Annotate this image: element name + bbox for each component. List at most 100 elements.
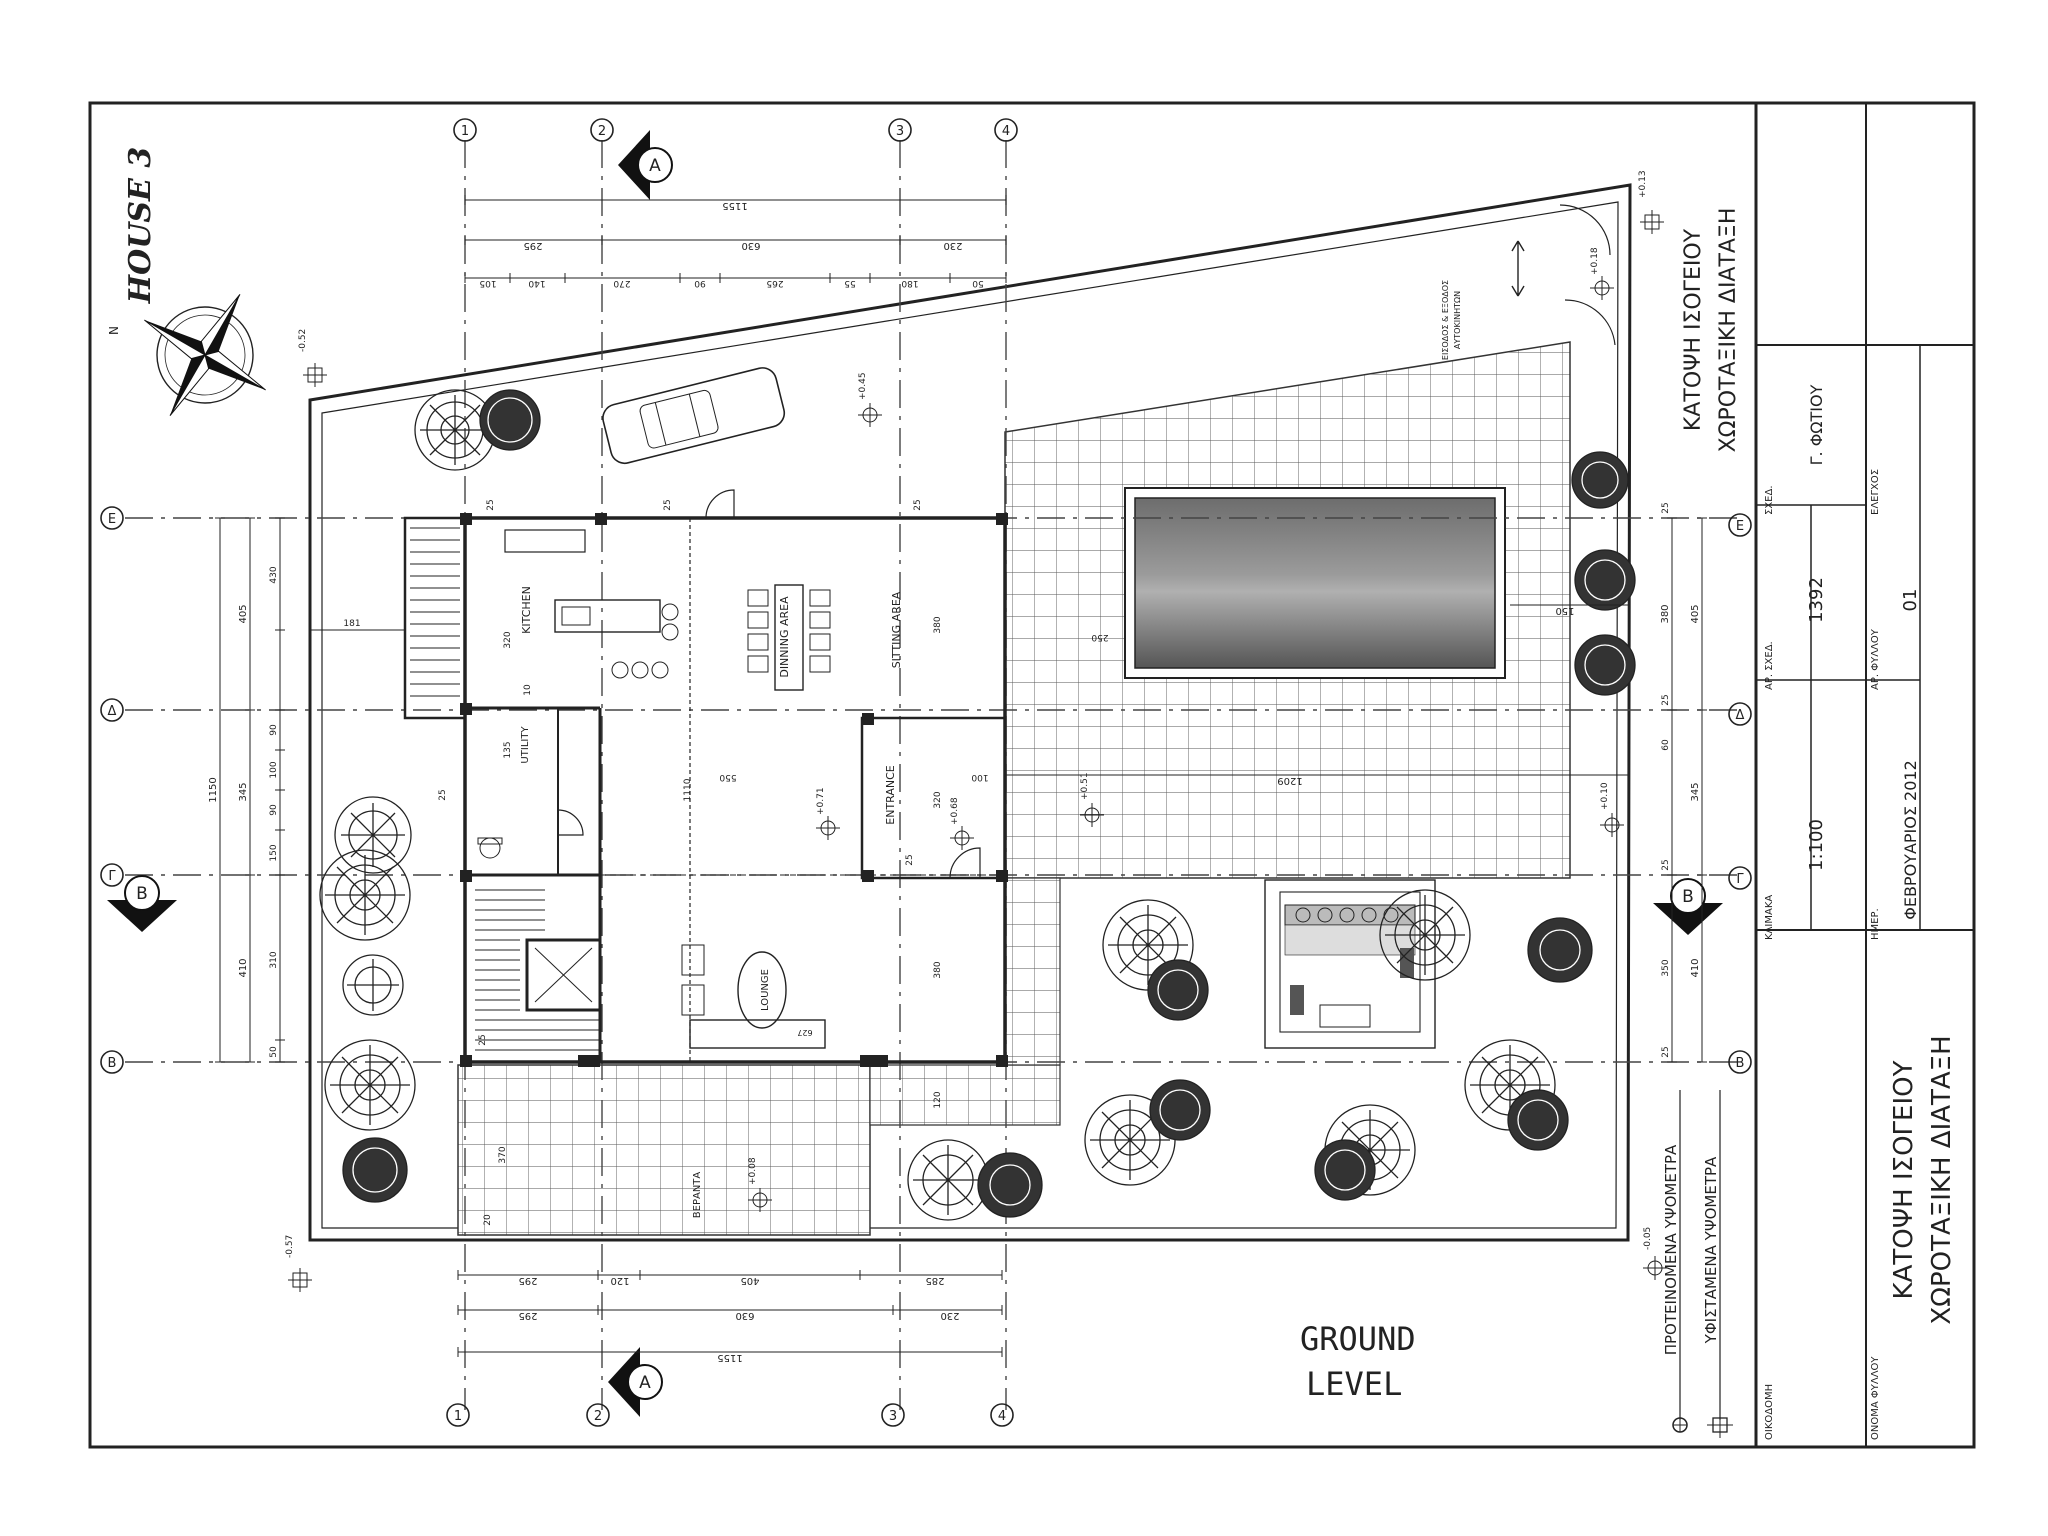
label-drawn: ΣΧΕΔ. [1764, 485, 1775, 515]
dim-bottom-total: 1155 [717, 1352, 742, 1363]
svg-text:Δ: Δ [108, 704, 117, 719]
dim-top-3g: 180 [901, 278, 918, 288]
drawing-title-line2: ΧΩΡΟΤΑΞΙΚΗ ΔΙΑΤΑΞΗ [1716, 208, 1741, 453]
dim-left-total: 1150 [208, 777, 219, 802]
axis-bubble-left-d: Δ [100, 698, 124, 722]
dim-right-f6: 25 [1661, 1046, 1671, 1057]
ground-level-line2: LEVEL [1306, 1365, 1402, 1403]
dim-top-3b: 140 [528, 278, 545, 288]
dim-right-f4: 25 [1661, 859, 1671, 870]
dim-int-6: 135 [503, 741, 513, 758]
dimensions-interior: 25 25 25 320 10 135 25 550 1110 380 100 … [438, 499, 1109, 1225]
dim-right-f1: 25 [1661, 502, 1671, 513]
dimensions-top: 1155 295 630 230 105 140 270 90 265 55 1… [464, 195, 1007, 288]
svg-text:Ε: Ε [1736, 519, 1744, 534]
title-block: ΚΑΤΟΨΗ ΙΣΟΓΕΙΟΥ ΧΩΡΟΤΑΞΙΚΗ ΔΙΑΤΑΞΗ ΣΧΕΔ.… [1681, 103, 1974, 1447]
site-plan: 1 2 3 4 1 2 3 4 [100, 118, 1752, 1427]
svg-text:B: B [136, 884, 148, 904]
axis-bubble-left-b: Β [100, 1050, 124, 1074]
legend-proposed: ΠΡΟΤΕΙΝΟΜΕΝΑ ΥΨΟΜΕΤΡΑ [1662, 1144, 1680, 1355]
driveway-note-line2: ΑΥΤΟΚΙΝΗΤΩΝ [1453, 291, 1462, 349]
tree [479, 389, 541, 451]
swimming-pool [1124, 487, 1506, 679]
dim-left-f8: 50 [269, 1046, 279, 1058]
tree [977, 1152, 1043, 1218]
svg-text:Ε: Ε [108, 512, 116, 527]
dim-top-2b: 630 [741, 240, 760, 251]
sheet-title-line1: ΚΑΤΟΨΗ ΙΣΟΓΕΙΟΥ [1889, 1060, 1919, 1299]
dim-top-3a: 105 [479, 278, 496, 288]
label-building: ΟΙΚΟΔΟΜΗ [1764, 1384, 1775, 1440]
house-label: HOUSE 3 [123, 147, 158, 305]
svg-text:A: A [649, 156, 661, 176]
dim-left-f7: 310 [269, 951, 279, 968]
tree [1571, 451, 1629, 509]
scale-value: 1:100 [1806, 819, 1827, 871]
dim-right-f5: 350 [1661, 959, 1671, 976]
level-8: +0.10 [1600, 782, 1610, 810]
house-footprint [403, 489, 1008, 1067]
car [602, 367, 786, 465]
dim-int-12: 320 [933, 791, 943, 808]
axis-bubble-right-d: Δ [1728, 702, 1752, 726]
level-11: -0.05 [1643, 1227, 1653, 1250]
sheet-no-value: 01 [1900, 589, 1921, 612]
dim-left-f2: 181 [343, 619, 360, 629]
dimensions-bottom: 295 120 405 285 295 630 230 1155 [457, 1270, 1003, 1363]
svg-text:2: 2 [598, 124, 606, 139]
svg-text:Β: Β [108, 1056, 117, 1071]
axis-bubble-right-b: Β [1728, 1050, 1752, 1074]
tree [319, 849, 411, 941]
dim-right-f3: 60 [1661, 739, 1671, 751]
axis-bubble-left-g: Γ [100, 863, 124, 887]
room-label-sitting: SITTING AREA [890, 591, 903, 668]
dim-bottom-2c: 230 [940, 1310, 959, 1321]
dim-left-c: 410 [238, 958, 249, 977]
level-9: +0.08 [748, 1157, 758, 1185]
axis-bubble-top-1: 1 [453, 118, 477, 142]
dim-int-10: 380 [933, 616, 943, 633]
dim-int-15: 25 [478, 1034, 488, 1045]
dim-int-4: 320 [503, 631, 513, 648]
tree [1147, 959, 1209, 1021]
tree [1149, 1079, 1211, 1141]
dim-pool-width: 1209 [1277, 775, 1302, 786]
svg-text:Β: Β [1736, 1056, 1745, 1071]
room-label-dining: DINNING AREA [778, 596, 791, 678]
svg-text:3: 3 [896, 124, 904, 139]
dim-int-3: 25 [913, 499, 923, 510]
dim-int-5: 10 [523, 684, 533, 696]
dim-int-17: 370 [498, 1146, 508, 1163]
ground-level-line1: GROUND [1300, 1320, 1416, 1358]
tree [907, 1139, 989, 1221]
tree [1574, 634, 1636, 696]
level-3: +0.13 [1638, 170, 1648, 198]
tree [342, 954, 404, 1016]
room-label-lounge: LOUNGE [760, 969, 771, 1011]
dim-top-3h: 50 [972, 278, 984, 288]
dim-right-c: 345 [1690, 782, 1701, 801]
plot-boundary [308, 183, 1632, 1242]
dim-top-2c: 230 [943, 240, 962, 251]
sheet-title-line2: ΧΩΡΟΤΑΞΙΚΗ ΔΙΑΤΑΞΗ [1927, 1035, 1957, 1324]
drawn-by-value: Γ. ΦΩΤΙΟΥ [1807, 384, 1826, 465]
dim-top-3c: 270 [613, 278, 630, 288]
north-label: N [107, 326, 121, 335]
dim-int-8: 550 [719, 772, 736, 782]
dimensions-pool: 1209 150 [1005, 604, 1630, 786]
level-markers: -0.52 +0.45 +0.13 +0.18 +0.71 +0.68 +0.5… [285, 170, 1667, 1292]
sheet-border [88, 101, 1976, 1449]
dim-int-2: 25 [663, 499, 673, 510]
label-scale: ΚΛΙΜΑΚΑ [1764, 895, 1775, 940]
dim-int-7: 25 [438, 789, 448, 800]
dimensions-left: 1150 405 345 410 430 90 100 90 150 310 5… [208, 517, 405, 1063]
dim-int-9: 1110 [683, 778, 693, 801]
tree [334, 796, 412, 874]
dim-int-18: 250 [1091, 632, 1108, 642]
dim-top-3e: 265 [766, 278, 783, 288]
dim-int-16: 20 [483, 1214, 493, 1226]
date-value: ΦΕΒΡΟΥΑΡΙΟΣ 2012 [1901, 760, 1920, 920]
axis-bubble-bottom-1: 1 [446, 1403, 470, 1427]
section-marker-a-bottom: A [608, 1347, 663, 1417]
